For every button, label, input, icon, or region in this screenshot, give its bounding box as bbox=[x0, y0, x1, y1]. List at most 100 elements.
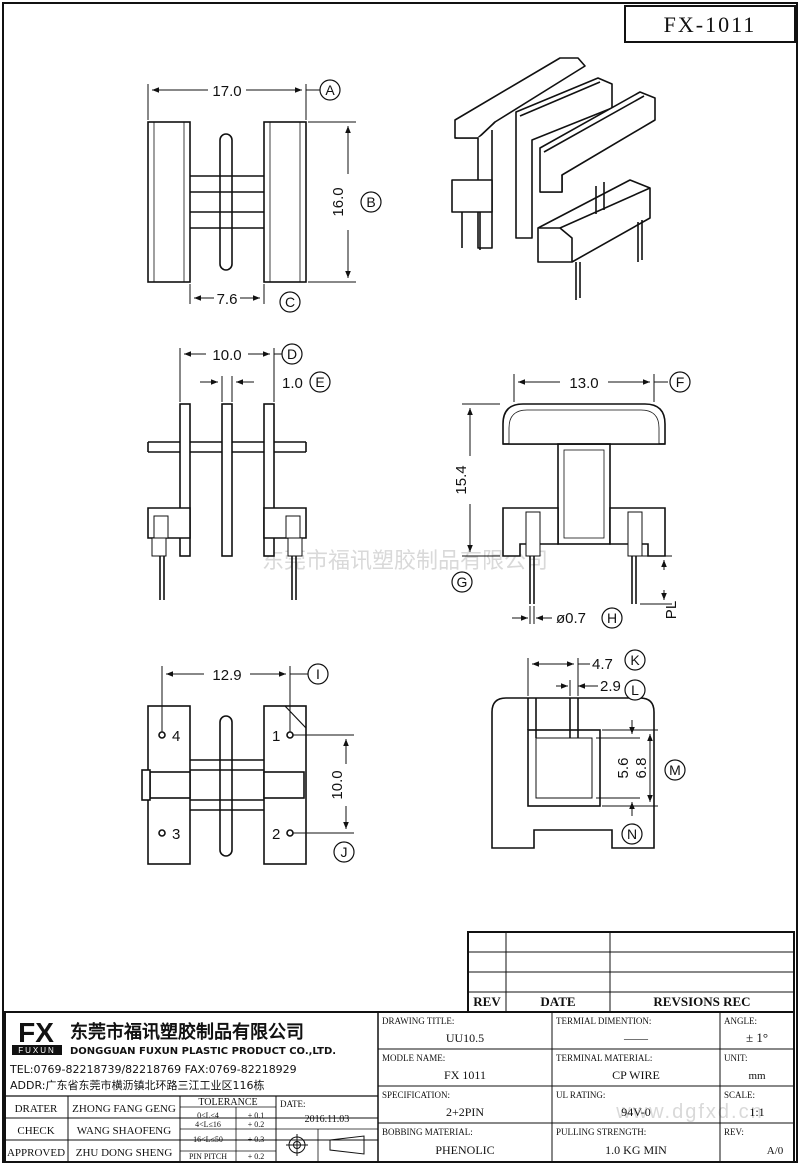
terminal-dimension-label: TERMIAL DIMENTION: bbox=[556, 1016, 651, 1026]
bobbin-material-label: BOBBING MATERIAL: bbox=[382, 1127, 473, 1137]
bottom-view-dims bbox=[161, 666, 354, 834]
dim-pin-length: PL bbox=[663, 601, 680, 619]
check-name: WANG SHAOFENG bbox=[77, 1125, 171, 1137]
end-view bbox=[491, 697, 655, 849]
dim-side-width: 13.0 bbox=[569, 375, 598, 392]
tolerance-range-3: 16<L≤50 bbox=[193, 1135, 223, 1144]
callout-g: G bbox=[451, 571, 473, 593]
dim-bottom-width: 12.9 bbox=[212, 667, 241, 684]
svg-text:H: H bbox=[607, 610, 617, 626]
dim-pin-diameter: ø0.7 bbox=[556, 610, 586, 627]
svg-text:F: F bbox=[676, 374, 685, 390]
ul-rating: 94V-0 bbox=[621, 1105, 651, 1119]
specification-label: SPECIFICATION: bbox=[382, 1090, 450, 1100]
rev-header: REV bbox=[473, 994, 501, 1009]
tolerance-range-2: 4<L≤16 bbox=[195, 1120, 221, 1129]
model-name: FX 1011 bbox=[444, 1068, 486, 1082]
tolerance-range-4: PIN PITCH bbox=[189, 1152, 227, 1161]
scale-label: SCALE: bbox=[724, 1090, 755, 1100]
tolerance-title: TOLERANCE bbox=[198, 1097, 257, 1108]
svg-text:E: E bbox=[315, 374, 324, 390]
unit-label: UNIT: bbox=[724, 1053, 748, 1063]
callout-b: B bbox=[360, 191, 382, 213]
iso-view bbox=[451, 57, 656, 300]
front-view-dims bbox=[179, 348, 284, 402]
dim-end-68: 6.8 bbox=[633, 758, 650, 779]
dim-top-inner: 7.6 bbox=[217, 291, 238, 308]
callout-d: D bbox=[281, 343, 303, 365]
front-view bbox=[147, 403, 307, 600]
tolerance-value-1: + 0.1 bbox=[248, 1111, 265, 1120]
dim-front-gap: 1.0 bbox=[282, 375, 303, 392]
company-address: ADDR:广东省东莞市横沥镇北环路三江工业区116栋 bbox=[10, 1078, 264, 1092]
side-view-dims bbox=[462, 374, 672, 624]
unit-value: mm bbox=[748, 1070, 766, 1082]
svg-text:G: G bbox=[457, 574, 468, 590]
dim-front-width: 10.0 bbox=[212, 347, 241, 364]
drater-label: DRATER bbox=[15, 1103, 58, 1115]
dim-top-width: 17.0 bbox=[212, 83, 241, 100]
company-logo: FX bbox=[18, 1017, 54, 1048]
svg-text:B: B bbox=[366, 194, 375, 210]
revisions-header: REVSIONS REC bbox=[653, 994, 750, 1009]
dim-bottom-height: 10.0 bbox=[329, 770, 346, 799]
ul-rating-label: UL RATING: bbox=[556, 1090, 605, 1100]
dim-top-height: 16.0 bbox=[330, 187, 347, 216]
svg-text:A: A bbox=[325, 82, 335, 98]
dim-end-56: 5.6 bbox=[615, 758, 632, 779]
dim-end-47: 4.7 bbox=[592, 656, 613, 673]
callout-h: H bbox=[601, 607, 623, 629]
approved-label: APPROVED bbox=[7, 1147, 65, 1159]
tolerance-range-1: 0<L≤4 bbox=[197, 1111, 219, 1120]
bottom-view bbox=[141, 705, 307, 865]
logo-sub-bg bbox=[12, 1045, 62, 1055]
top-view bbox=[147, 121, 307, 283]
callout-m: M bbox=[664, 759, 686, 781]
title-block-frame bbox=[4, 1011, 795, 1163]
callout-c: C bbox=[279, 291, 301, 313]
pin-3-label: 3 bbox=[172, 826, 180, 843]
drater-name: ZHONG FANG GENG bbox=[72, 1103, 176, 1115]
drawing-title-label: DRAWING TITLE: bbox=[382, 1016, 454, 1026]
terminal-material: CP WIRE bbox=[612, 1068, 660, 1082]
svg-text:N: N bbox=[627, 826, 637, 842]
part-number: FX-1011 bbox=[664, 12, 757, 37]
pulling-strength: 1.0 KG MIN bbox=[605, 1143, 667, 1157]
date-value: 2016.11.03 bbox=[305, 1114, 350, 1125]
rev-value: A/0 bbox=[767, 1145, 784, 1157]
pin-labels: 4 1 3 2 bbox=[172, 728, 280, 843]
top-view-dims bbox=[147, 84, 356, 304]
watermark-url: www.dgfxd.cn bbox=[615, 1101, 763, 1123]
terminal-material-label: TERMINAL MATERIAL: bbox=[556, 1053, 652, 1063]
date-label: DATE: bbox=[280, 1099, 306, 1109]
svg-text:I: I bbox=[316, 666, 320, 682]
callout-i: I bbox=[307, 663, 329, 685]
end-view-dims bbox=[527, 658, 658, 816]
terminal-dimension: —— bbox=[623, 1031, 649, 1045]
svg-text:J: J bbox=[341, 844, 348, 860]
svg-text:D: D bbox=[287, 346, 297, 362]
pin-1-label: 1 bbox=[272, 728, 280, 745]
watermark-company: 东莞市福讯塑胶制品有限公司 bbox=[262, 548, 548, 573]
side-view bbox=[502, 403, 666, 604]
projection-symbol bbox=[286, 1134, 365, 1156]
tolerance-value-3: + 0.3 bbox=[248, 1135, 265, 1144]
company-name-en: DONGGUAN FUXUN PLASTIC PRODUCT CO.,LTD. bbox=[70, 1046, 336, 1057]
company-logo-sub: FUXUN bbox=[18, 1046, 56, 1055]
model-name-label: MODLE NAME: bbox=[382, 1053, 445, 1063]
dim-side-height: 15.4 bbox=[453, 465, 470, 494]
callout-e: E bbox=[309, 371, 331, 393]
angle-label: ANGLE: bbox=[724, 1016, 757, 1026]
part-number-box bbox=[624, 5, 796, 43]
svg-text:L: L bbox=[631, 682, 639, 698]
drawing-title: UU10.5 bbox=[446, 1031, 484, 1045]
svg-text:K: K bbox=[630, 652, 640, 668]
dim-end-29: 2.9 bbox=[600, 678, 621, 695]
rev-label: REV: bbox=[724, 1127, 744, 1137]
svg-text:M: M bbox=[669, 762, 681, 778]
callout-j: J bbox=[333, 841, 355, 863]
bobbin-material: PHENOLIC bbox=[435, 1143, 494, 1157]
pulling-strength-label: PULLING STRENGTH: bbox=[556, 1127, 646, 1137]
